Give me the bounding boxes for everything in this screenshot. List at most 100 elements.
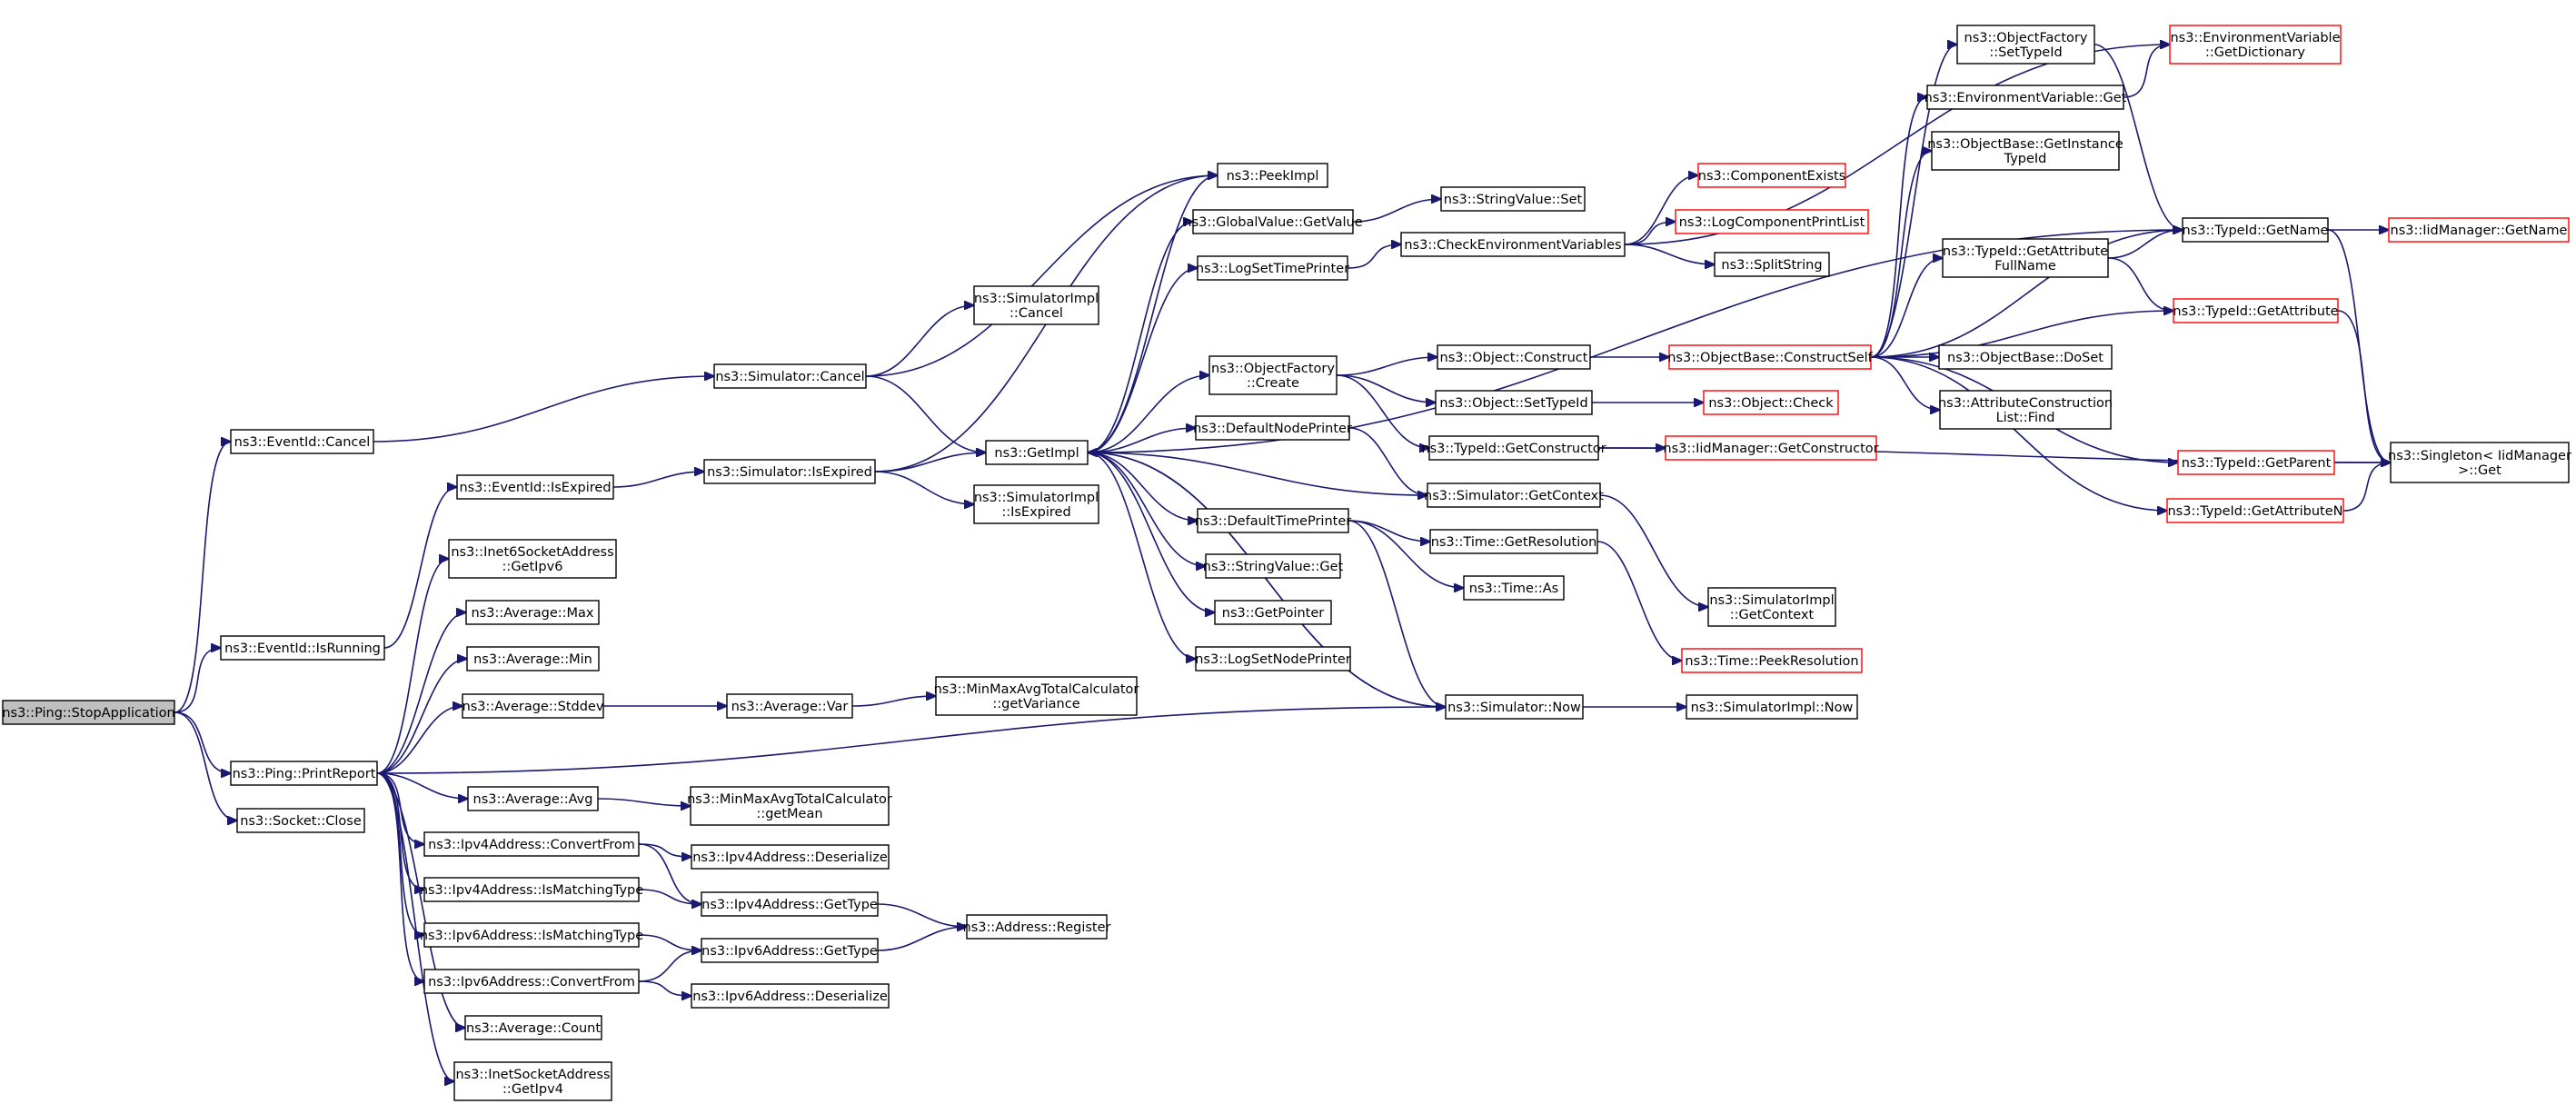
node-inetgetipv4[interactable]: ns3::InetSocketAddress::GetIpv4 xyxy=(453,1061,612,1101)
node-stopapp[interactable]: ns3::Ping::StopApplication xyxy=(2,700,175,725)
node-box xyxy=(1665,435,1877,461)
node-objsettypeid[interactable]: ns3::Object::SetTypeId xyxy=(1435,390,1593,415)
node-box xyxy=(1942,238,2109,278)
node-getpointer[interactable]: ns3::GetPointer xyxy=(1214,600,1332,625)
node-timeas[interactable]: ns3::Time::As xyxy=(1463,575,1565,601)
node-avgstddev[interactable]: ns3::Average::Stddev xyxy=(462,693,604,719)
node-objconstruct[interactable]: ns3::Object::Construct xyxy=(1437,344,1591,370)
node-envgetdict[interactable]: ns3::EnvironmentVariable::GetDictionary xyxy=(2169,25,2342,65)
node-evcancel[interactable]: ns3::EventId::Cancel xyxy=(230,429,374,454)
edge-simcancel-to-simimplcancel xyxy=(865,305,974,377)
node-simimplnow[interactable]: ns3::SimulatorImpl::Now xyxy=(1686,694,1858,720)
node-simcancel[interactable]: ns3::Simulator::Cancel xyxy=(713,363,867,389)
node-label: ns3::Ping::StopApplication xyxy=(2,706,174,721)
node-label: ns3::ComponentExists xyxy=(1698,169,1846,184)
node-printreport[interactable]: ns3::Ping::PrintReport xyxy=(230,761,378,786)
node-box xyxy=(230,761,378,786)
node-deftimeprinter[interactable]: ns3::DefaultTimePrinter xyxy=(1195,508,1351,533)
edge-evrunning-to-evexpired xyxy=(383,487,457,649)
node-label: ns3::ObjectFactory xyxy=(1211,362,1335,376)
node-iidgetname[interactable]: ns3::IidManager::GetName xyxy=(2388,217,2570,243)
node-avgcount[interactable]: ns3::Average::Count xyxy=(464,1015,602,1040)
node-avgavg[interactable]: ns3::Average::Avg xyxy=(467,786,599,811)
node-box xyxy=(1463,575,1565,601)
node-tidgetparent[interactable]: ns3::TypeId::GetParent xyxy=(2177,450,2335,475)
node-label: ns3::ObjectBase::ConstructSelf xyxy=(1667,351,1873,365)
node-box xyxy=(423,831,640,857)
node-ofcreate[interactable]: ns3::ObjectFactory::Create xyxy=(1208,355,1338,395)
node-tidgetattribute[interactable]: ns3::TypeId::GetAttribute xyxy=(2173,298,2339,323)
edge-ipv4match-to-ipv4gettype xyxy=(638,889,701,904)
node-label: ns3::Simulator::Now xyxy=(1447,701,1581,715)
node-peekimpl[interactable]: ns3::PeekImpl xyxy=(1217,163,1328,188)
node-simimplcancel[interactable]: ns3::SimulatorImpl::Cancel xyxy=(973,285,1099,325)
node-ipv6deser[interactable]: ns3::Ipv6Address::Deserialize xyxy=(691,983,890,1009)
node-logsetnode[interactable]: ns3::LogSetNodePrinter xyxy=(1195,646,1351,671)
node-avgmax[interactable]: ns3::Average::Max xyxy=(465,600,600,625)
node-checkenv[interactable]: ns3::CheckEnvironmentVariables xyxy=(1400,232,1626,257)
node-ofsettypeid[interactable]: ns3::ObjectFactory::SetTypeId xyxy=(1956,25,2095,65)
node-box xyxy=(713,363,867,389)
node-envget[interactable]: ns3::EnvironmentVariable::Get xyxy=(1925,85,2127,110)
node-obconstructself[interactable]: ns3::ObjectBase::ConstructSelf xyxy=(1667,344,1874,370)
node-iidgetconstructor[interactable]: ns3::IidManager::GetConstructor xyxy=(1663,435,1879,461)
node-tidgetname[interactable]: ns3::TypeId::GetName xyxy=(2182,217,2329,243)
node-evexpired[interactable]: ns3::EventId::IsExpired xyxy=(456,474,614,500)
node-tidgetattributen[interactable]: ns3::TypeId::GetAttributeN xyxy=(2166,498,2344,523)
node-box xyxy=(1707,587,1836,627)
node-obdoset[interactable]: ns3::ObjectBase::DoSet xyxy=(1938,344,2113,370)
node-label: ns3::GetImpl xyxy=(994,446,1079,461)
node-ipv4gettype[interactable]: ns3::Ipv4Address::GetType xyxy=(701,891,879,917)
node-sockclose[interactable]: ns3::Socket::Close xyxy=(236,808,365,833)
node-simimplgetcontext[interactable]: ns3::SimulatorImpl::GetContext xyxy=(1707,587,1836,627)
node-label: ns3::Object::SetTypeId xyxy=(1439,396,1587,411)
node-addrregister[interactable]: ns3::Address::Register xyxy=(963,914,1111,940)
node-box xyxy=(465,600,600,625)
node-ipv6match[interactable]: ns3::Ipv6Address::IsMatchingType xyxy=(420,922,643,948)
node-ipv4convert[interactable]: ns3::Ipv4Address::ConvertFrom xyxy=(423,831,640,857)
node-tidgetconstructor[interactable]: ns3::TypeId::GetConstructor xyxy=(1421,435,1606,461)
node-label: ns3::LogComponentPrintList xyxy=(1679,215,1865,230)
node-logsettime[interactable]: ns3::LogSetTimePrinter xyxy=(1196,255,1349,281)
node-minmaxgetmean[interactable]: ns3::MinMaxAvgTotalCalculator::getMean xyxy=(687,786,892,826)
node-simimplisexpired[interactable]: ns3::SimulatorImpl::IsExpired xyxy=(973,484,1099,524)
node-singletonget[interactable]: ns3::Singleton< IidManager >::Get xyxy=(2388,442,2571,483)
node-timepeekres[interactable]: ns3::Time::PeekResolution xyxy=(1681,648,1863,673)
edge-simgetcontext-to-getimpl xyxy=(1088,453,1428,496)
node-evrunning[interactable]: ns3::EventId::IsRunning xyxy=(220,635,385,661)
node-ipv4deser[interactable]: ns3::Ipv4Address::Deserialize xyxy=(691,844,890,870)
node-simisexpired[interactable]: ns3::Simulator::IsExpired xyxy=(703,459,876,484)
edge-getimpl-to-logsettime xyxy=(1087,268,1198,453)
edge-printreport-to-avgcount xyxy=(376,772,465,1028)
node-objcheck[interactable]: ns3::Object::Check xyxy=(1703,390,1839,415)
node-label: ns3::TypeId::GetAttribute xyxy=(2173,304,2338,319)
node-avgmin[interactable]: ns3::Average::Min xyxy=(466,646,600,671)
node-simnow[interactable]: ns3::Simulator::Now xyxy=(1445,694,1584,720)
node-inet6getipv6[interactable]: ns3::Inet6SocketAddress::GetIpv6 xyxy=(448,539,617,579)
edge-deftimeprinter-to-timeas xyxy=(1348,520,1464,588)
node-svset[interactable]: ns3::StringValue::Set xyxy=(1440,186,1586,212)
node-svget[interactable]: ns3::StringValue::Get xyxy=(1203,553,1344,579)
node-label: ns3::ObjectBase::GetInstance xyxy=(1927,137,2123,152)
node-ipv6convert[interactable]: ns3::Ipv6Address::ConvertFrom xyxy=(423,969,640,994)
node-minmaxgetvar[interactable]: ns3::MinMaxAvgTotalCalculator::getVarian… xyxy=(934,676,1139,716)
node-avgvar[interactable]: ns3::Average::Var xyxy=(726,693,853,719)
node-box xyxy=(2182,217,2329,243)
node-box xyxy=(1675,209,1869,234)
node-compexists[interactable]: ns3::ComponentExists xyxy=(1697,163,1846,188)
node-label: ns3::Time::GetResolution xyxy=(1431,535,1597,550)
node-simgetcontext[interactable]: ns3::Simulator::GetContext xyxy=(1424,482,1604,508)
node-label: ns3::DefaultNodePrinter xyxy=(1193,422,1352,436)
node-gvgetvalue[interactable]: ns3::GlobalValue::GetValue xyxy=(1183,209,1363,234)
node-defnodeprinter[interactable]: ns3::DefaultNodePrinter xyxy=(1193,415,1352,441)
node-timegetres[interactable]: ns3::Time::GetResolution xyxy=(1429,529,1598,554)
node-ipv6gettype[interactable]: ns3::Ipv6Address::GetType xyxy=(701,938,879,963)
node-logcompprint[interactable]: ns3::LogComponentPrintList xyxy=(1675,209,1869,234)
node-splitstring[interactable]: ns3::SplitString xyxy=(1714,252,1830,277)
node-ipv4match[interactable]: ns3::Ipv4Address::IsMatchingType xyxy=(420,877,643,902)
node-getimpl[interactable]: ns3::GetImpl xyxy=(985,440,1089,465)
